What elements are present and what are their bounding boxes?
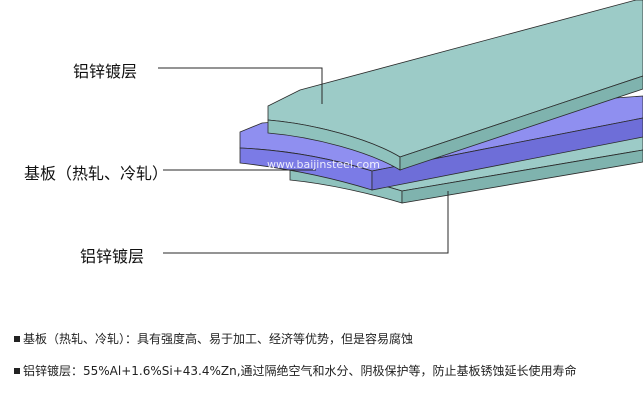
top-coating-layer bbox=[267, 0, 643, 171]
bottom-coating-label: 铝锌镀层 bbox=[80, 247, 145, 266]
note-coating-text: 铝锌镀层：55%Al+1.6%Si+43.4%Zn,通过隔绝空气和水分、阴极保护… bbox=[23, 364, 577, 378]
watermark: www.baijinsteel.com bbox=[267, 158, 380, 171]
bottom-coating-right-face bbox=[401, 149, 643, 204]
leader-line-top-coating bbox=[158, 67, 323, 104]
substrate-right-face bbox=[371, 117, 643, 191]
top-coating-right-face bbox=[399, 75, 643, 171]
bullet-icon bbox=[14, 367, 20, 374]
note-substrate: 基板（热轧、冷轧）：具有强度高、易于加工、经济等优势，但是容易腐蚀 bbox=[14, 330, 413, 347]
top-coating-label: 铝锌镀层 bbox=[73, 62, 138, 81]
bullet-icon bbox=[14, 335, 20, 342]
note-substrate-text: 基板（热轧、冷轧）：具有强度高、易于加工、经济等优势，但是容易腐蚀 bbox=[23, 332, 414, 346]
substrate-label: 基板（热轧、冷轧） bbox=[24, 164, 169, 183]
note-coating: 铝锌镀层：55%Al+1.6%Si+43.4%Zn,通过隔绝空气和水分、阴极保护… bbox=[14, 362, 577, 379]
leader-line-bottom-coating bbox=[163, 191, 449, 254]
